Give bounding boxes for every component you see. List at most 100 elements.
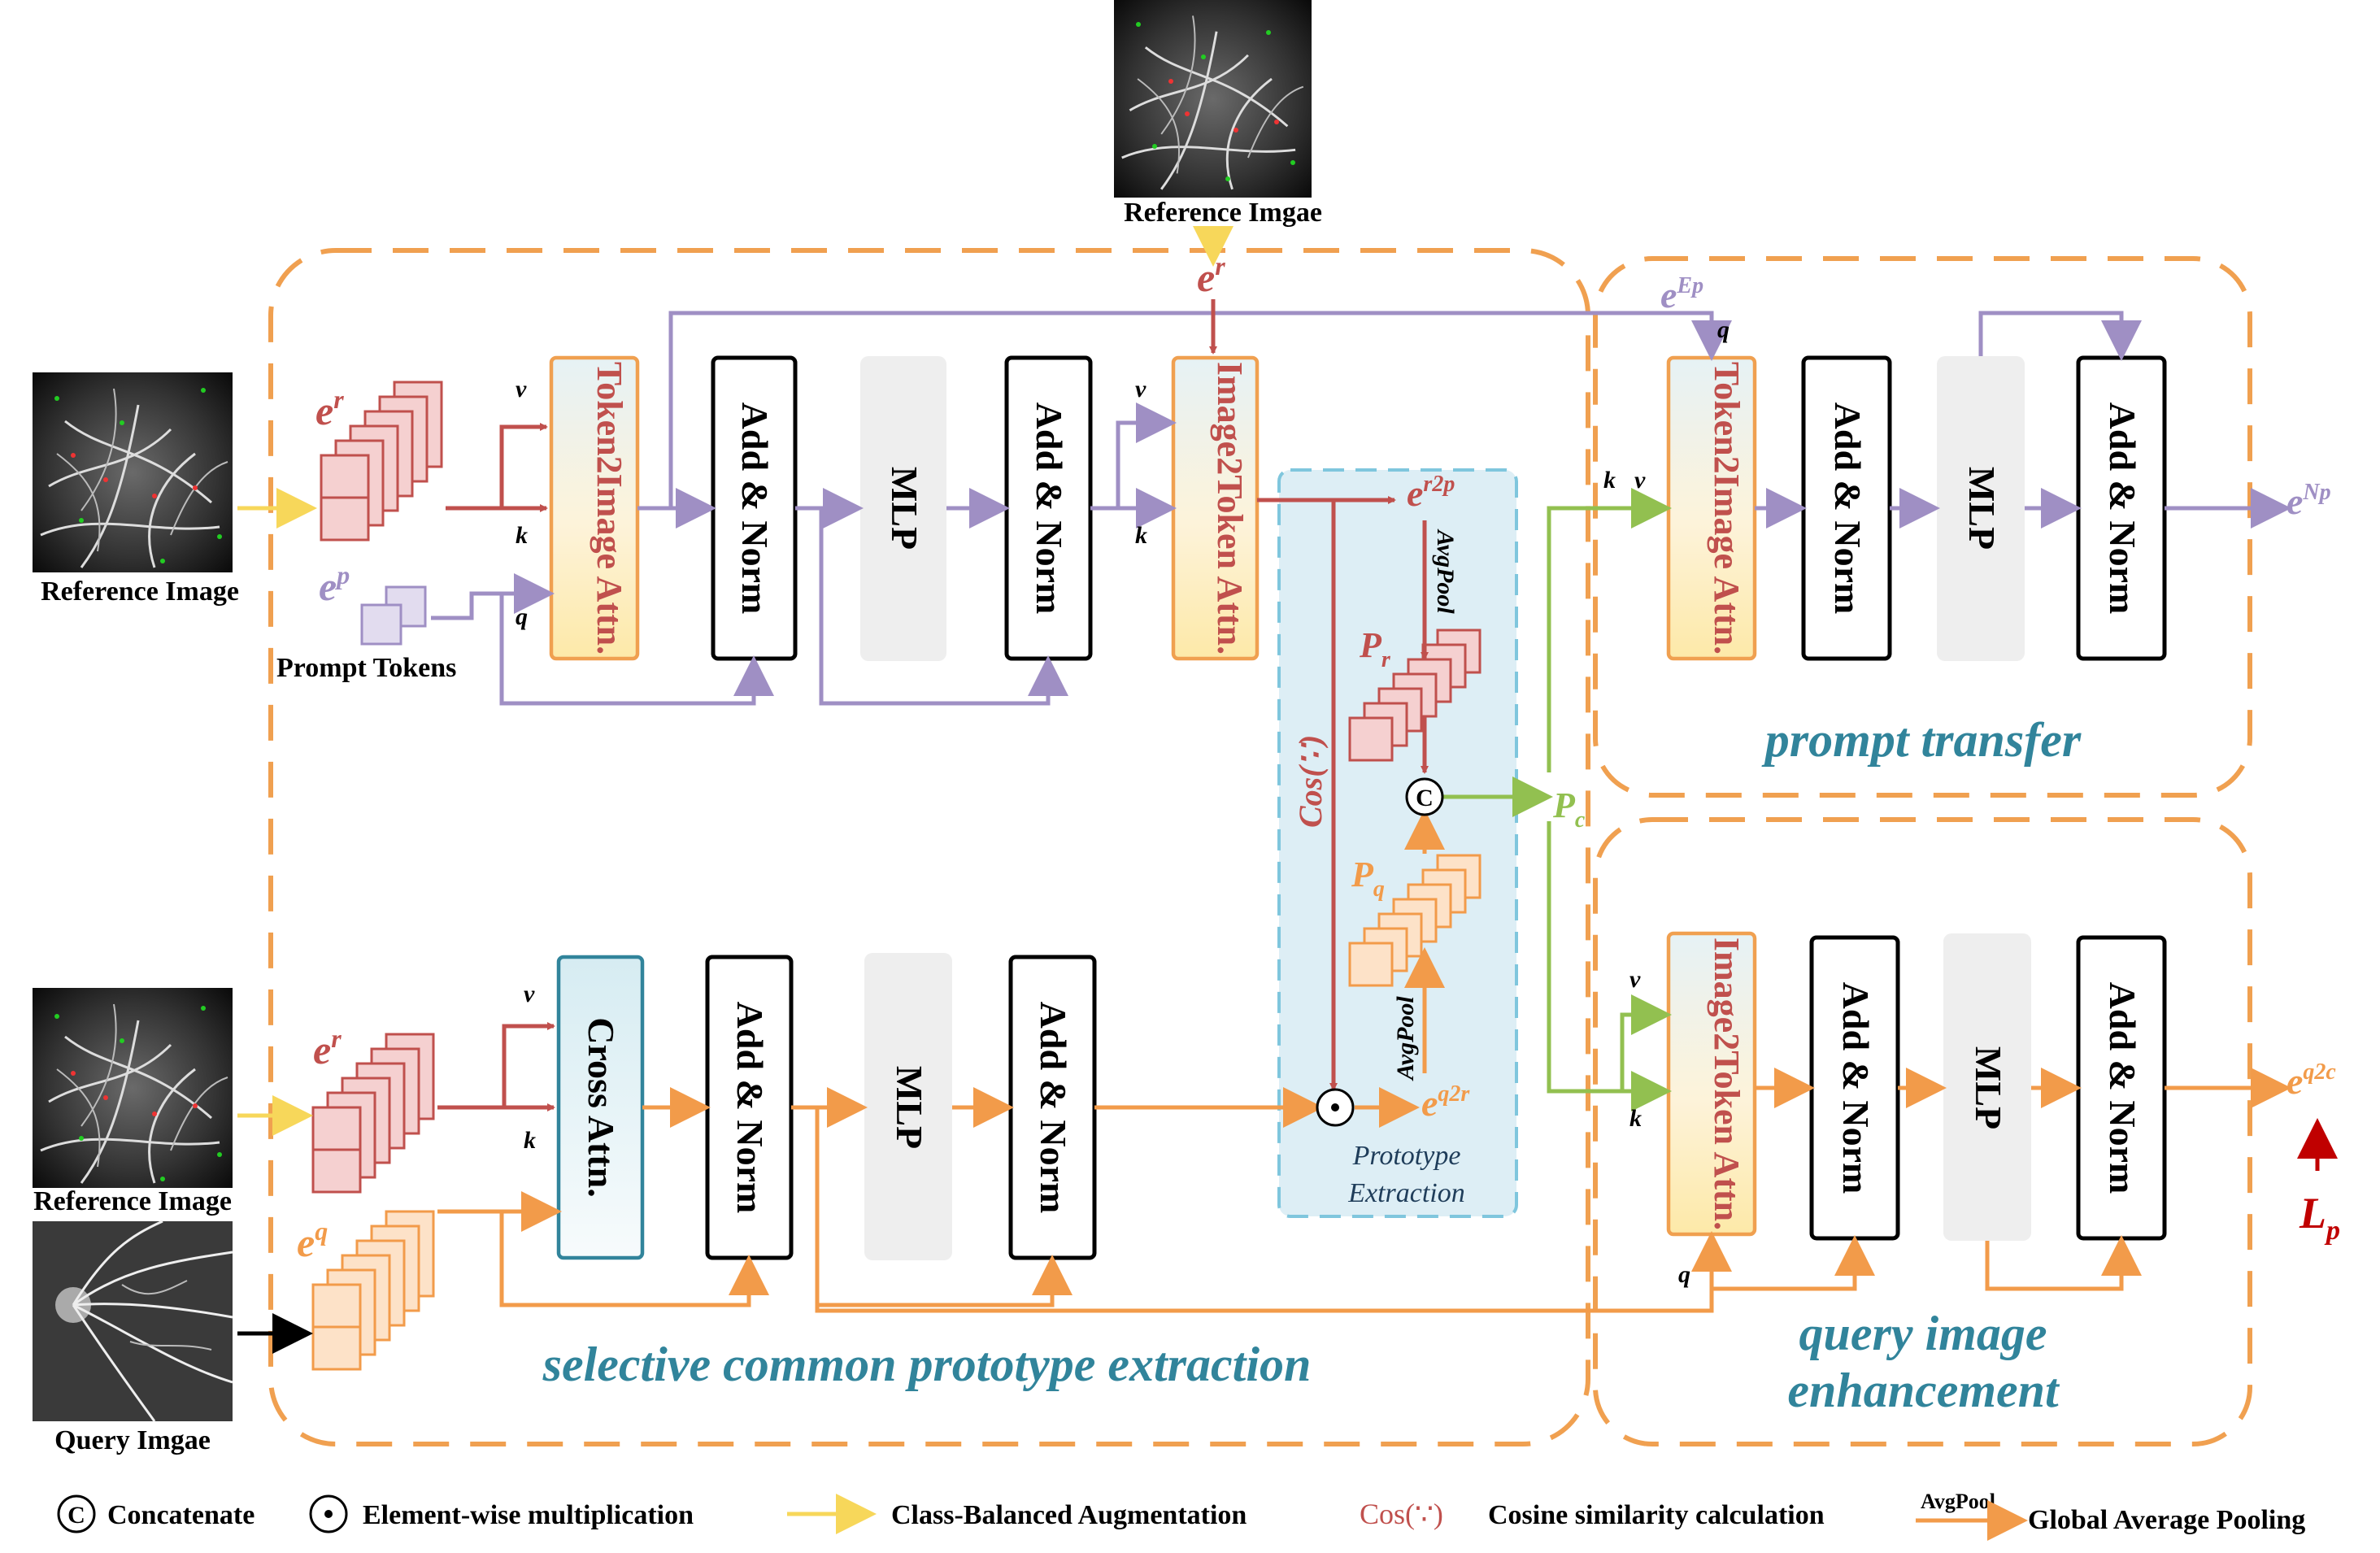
prompt-tokens-caption: Prompt Tokens	[276, 653, 456, 683]
qkv-v-pt: v	[1634, 467, 1646, 494]
query-image-caption: Query Imgae	[54, 1425, 211, 1455]
eq-long-route	[815, 1231, 1732, 1313]
legend-cos-symbol: Cos(∵)	[1360, 1498, 1443, 1530]
image2token-attn-top-label: Image2Token Attn.	[1210, 362, 1250, 655]
mlp-1-label: MLP	[884, 467, 925, 550]
legend-elem-label: Element-wise multiplication	[363, 1500, 694, 1530]
add-norm-4-label: Add & Norm	[1033, 1002, 1074, 1214]
elementwise-node-dot	[1331, 1103, 1339, 1111]
qkv-v-cross: v	[524, 981, 535, 1007]
mlp2-skip	[815, 1107, 1073, 1307]
concat-node	[1405, 777, 1444, 816]
eq-skip-addnorm3	[499, 1212, 769, 1307]
eq-token-stack	[311, 1210, 435, 1371]
ep-to-t2i-q	[431, 573, 555, 620]
legend: C Concatenate Element-wise multiplicatio…	[57, 1490, 2305, 1541]
qkv-q-pt: q	[1717, 316, 1730, 343]
pr-token-stack	[1348, 629, 1482, 762]
er-token-stack-bottom	[311, 1033, 435, 1194]
reference-image-left-bottom-caption: Reference Image	[33, 1186, 232, 1216]
section-prompt-transfer: prompt transfer	[1761, 713, 2082, 767]
qkv-k-t2i: k	[516, 522, 528, 549]
concat-node-symbol: C	[1416, 785, 1434, 811]
var-eq: eq	[297, 1216, 328, 1265]
avgpool-label-bottom: AvgPool	[1392, 996, 1419, 1081]
qkv-k-pt: k	[1603, 467, 1616, 494]
legend-concat-icon	[57, 1494, 96, 1533]
var-pr: Pr	[1359, 625, 1391, 672]
prototype-caption-2: Extraction	[1347, 1178, 1465, 1208]
qkv-k-i2t: k	[1135, 522, 1147, 549]
qkv-q-qe: q	[1678, 1261, 1690, 1288]
var-eq2r: eq2r	[1421, 1081, 1470, 1124]
query-enhancement-region	[1593, 817, 2252, 1446]
qkv-v-qe: v	[1629, 966, 1641, 993]
legend-elem-icon-dot	[324, 1510, 333, 1518]
image2token-attn-qe-label: Image2Token Attn.	[1707, 937, 1747, 1230]
prototype-caption-1: Prototype	[1352, 1141, 1461, 1171]
reference-image-top	[1114, 0, 1312, 198]
prototype-extraction-region	[1277, 468, 1518, 1218]
qkv-q-t2i: q	[516, 603, 528, 630]
var-pc: Pc	[1552, 785, 1586, 833]
add-norm-pt-2-label: Add & Norm	[2102, 402, 2143, 615]
var-er2p: er2p	[1407, 472, 1455, 514]
legend-cba-label: Class-Balanced Augmentation	[891, 1500, 1247, 1530]
query-image	[33, 1220, 233, 1422]
var-er-imgtop: er	[1197, 251, 1225, 300]
pc-to-pt	[1547, 488, 1672, 772]
token2image-attn-top-label: Token2Image Attn.	[590, 362, 629, 655]
qkv-k-qe: k	[1629, 1105, 1642, 1132]
ep-skip-addnorm1	[499, 594, 774, 706]
var-er-bottom: er	[313, 1024, 342, 1072]
pq-token-stack	[1348, 854, 1482, 987]
qkv-v-i2t: v	[1135, 376, 1146, 402]
var-enp: eNp	[2286, 480, 2331, 522]
addnorm2-to-i2t-v	[1090, 402, 1177, 511]
legend-cos-label: Cosine similarity calculation	[1488, 1500, 1825, 1530]
var-ep: ep	[319, 560, 350, 609]
qkv-k-cross: k	[524, 1127, 536, 1154]
pc-to-qe-k	[1547, 821, 1672, 1111]
add-norm-3-label: Add & Norm	[729, 1002, 771, 1214]
reference-image-left-top	[33, 372, 233, 572]
er-to-cross-v	[437, 1022, 555, 1110]
section-selective: selective common prototype extraction	[542, 1338, 1312, 1391]
qe-q-skip	[1712, 1235, 1875, 1291]
er-token-stack-top	[320, 381, 443, 542]
mlp-1-block	[860, 356, 946, 661]
reference-image-left-top-caption: Reference Image	[41, 576, 239, 607]
mlp-qe-block	[1943, 933, 2031, 1241]
token2image-attn-pt-label: Token2Image Attn.	[1707, 362, 1747, 655]
add-norm-qe-2-label: Add & Norm	[2102, 982, 2143, 1194]
pt-mlp-skip	[1978, 311, 2142, 361]
er-to-t2i-v	[446, 423, 548, 511]
reference-image-top-caption: Reference Imgae	[1124, 198, 1322, 228]
legend-concat-symbol: C	[67, 1502, 85, 1529]
reference-image-left-bottom	[33, 988, 233, 1188]
legend-avgpool-symbol: AvgPool	[1921, 1490, 1995, 1513]
cross-attn-label: Cross Attn.	[581, 1017, 622, 1198]
mlp1-skip	[819, 508, 1068, 706]
qe-mlp-skip	[1985, 1235, 2142, 1291]
cos-label: Cos(∵)	[1292, 735, 1329, 828]
section-query-2: enhancement	[1787, 1364, 2060, 1417]
qkv-v-t2i: v	[516, 376, 527, 402]
var-pq: Pq	[1351, 855, 1385, 902]
mlp-2-block	[864, 953, 952, 1260]
add-norm-1-label: Add & Norm	[734, 402, 776, 615]
var-er-top: er	[315, 385, 344, 433]
var-eq2c: eq2c	[2286, 1059, 2336, 1102]
pc-to-qe-v	[1620, 994, 1672, 1091]
selective-region	[268, 248, 1590, 1446]
var-lp: Lp	[2299, 1189, 2340, 1246]
ep-top-route	[668, 311, 1732, 508]
mlp-pt-block	[1937, 356, 2025, 661]
prompt-token-stack	[360, 585, 427, 646]
legend-gap-label: Global Average Pooling	[2028, 1505, 2305, 1535]
section-query-1: query image	[1799, 1307, 2047, 1360]
var-eep: eEp	[1660, 273, 1703, 315]
add-norm-qe-1-label: Add & Norm	[1835, 982, 1877, 1194]
mlp-qe-label: MLP	[1968, 1046, 2009, 1129]
